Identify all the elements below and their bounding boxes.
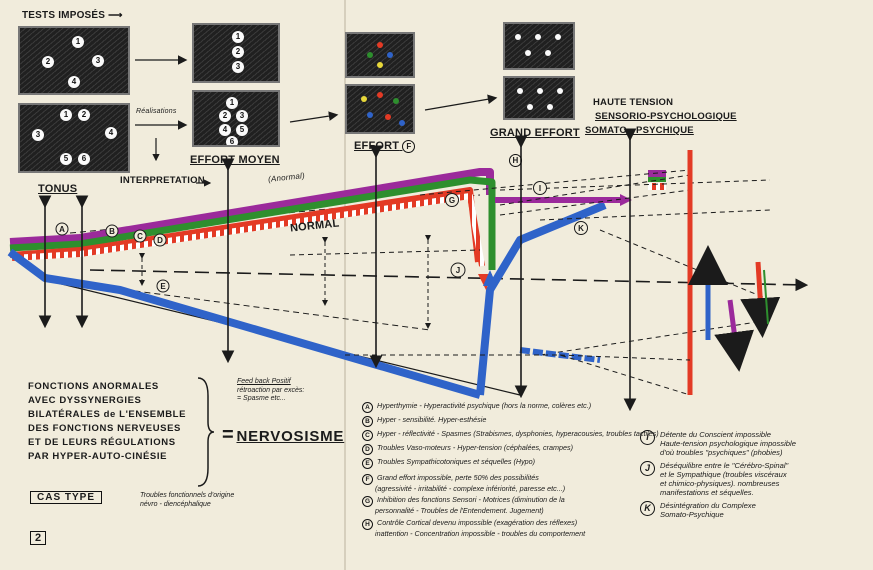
test-panel-1: 1 2 3 4 (18, 26, 130, 95)
tonus-label: TONUS (38, 183, 78, 195)
test-panel-4: 1 2 3 4 5 6 (192, 90, 280, 147)
legend-item: J Déséquilibre entre le "Cérébro-Spinal"… (640, 461, 796, 497)
fonctions-anormales-text: FONCTIONS ANORMALES AVEC DYSSYNERGIES BI… (28, 381, 187, 462)
panel-number: 3 (236, 110, 248, 122)
panel-number: 4 (219, 124, 231, 136)
diagram-label-j: J (456, 266, 460, 275)
haute-tension-3: SOMATO - PSYCHIQUE (585, 125, 694, 136)
test-panel-5 (345, 32, 415, 78)
brace-icon (197, 377, 215, 487)
legend-item: personnalité - Troubles de l'Entendement… (375, 506, 544, 516)
panel-number: 6 (226, 136, 238, 145)
panel-number: 2 (232, 46, 244, 58)
test-panel-8 (503, 76, 575, 120)
cas-type-note: Troubles fonctionnels d'origine névro - … (140, 492, 235, 508)
diagram-label-b: B (109, 227, 115, 236)
test-panel-6 (345, 84, 415, 134)
haute-tension-2: SENSORIO-PSYCHOLOGIQUE (595, 111, 737, 122)
flow-arrow (289, 111, 339, 123)
test-panel-2: 1 2 3 4 5 6 (18, 103, 130, 173)
panel-number: 5 (236, 124, 248, 136)
effort-moyen-label: EFFORT MOYEN (190, 154, 280, 166)
diagram-label-g: G (449, 196, 455, 205)
page-fold (344, 0, 346, 570)
panel-number: 3 (232, 61, 244, 73)
panel-number: 1 (60, 109, 72, 121)
central-axis (89, 269, 809, 292)
green-band (9, 176, 496, 270)
diagram-label-d: D (157, 236, 163, 245)
panel-number: 1 (226, 97, 238, 109)
flow-arrow (424, 94, 498, 111)
badge-f: F (402, 140, 416, 153)
panel-number: 6 (78, 153, 90, 165)
legend-item: inattention - Concentration impossible -… (375, 528, 586, 538)
panel-number: 4 (105, 127, 117, 139)
effort-label: EFFORT F (354, 140, 420, 153)
panel-number: 2 (42, 56, 54, 68)
test-panel-7 (503, 22, 575, 70)
tests-imposes-heading: TESTS IMPOSÉS ⟶ (22, 10, 123, 21)
test-panel-3: 1 2 3 (192, 23, 280, 83)
diagram-label-c: C (137, 232, 143, 241)
haute-tension-1: HAUTE TENSION (593, 97, 674, 108)
cas-type-label: CAS TYPE (30, 491, 103, 504)
blue-return-band (476, 201, 607, 396)
plate-number: 2 (30, 531, 47, 545)
legend-item: (agressivité - irritabilité - complexe i… (375, 484, 566, 493)
diagram-label-e: E (160, 282, 166, 291)
panel-number: 3 (32, 129, 44, 141)
red-arrow-down (740, 261, 781, 338)
panel-number: 4 (68, 76, 80, 88)
diagram-label-k: K (578, 224, 584, 233)
nervosisme-label: =NERVOSISME (222, 424, 345, 446)
panel-number: 1 (72, 36, 84, 48)
panel-number: 5 (60, 153, 72, 165)
panel-number: 2 (78, 109, 90, 121)
grand-effort-label: GRAND EFFORT (490, 127, 580, 139)
panel-number: 3 (92, 55, 104, 67)
panel-number: 1 (232, 31, 244, 43)
feedback-text: Feed back Positif rétroaction par excès:… (237, 378, 305, 402)
diagram-label-a: A (59, 225, 65, 234)
badge-h: H (509, 154, 527, 167)
diagram-label-i: I (539, 184, 541, 193)
interpretation-label: INTERPRETATION (120, 175, 205, 186)
realisations-label: Réalisations (136, 108, 177, 115)
purple-arrow-down (714, 299, 754, 372)
panel-number: 2 (219, 110, 231, 122)
